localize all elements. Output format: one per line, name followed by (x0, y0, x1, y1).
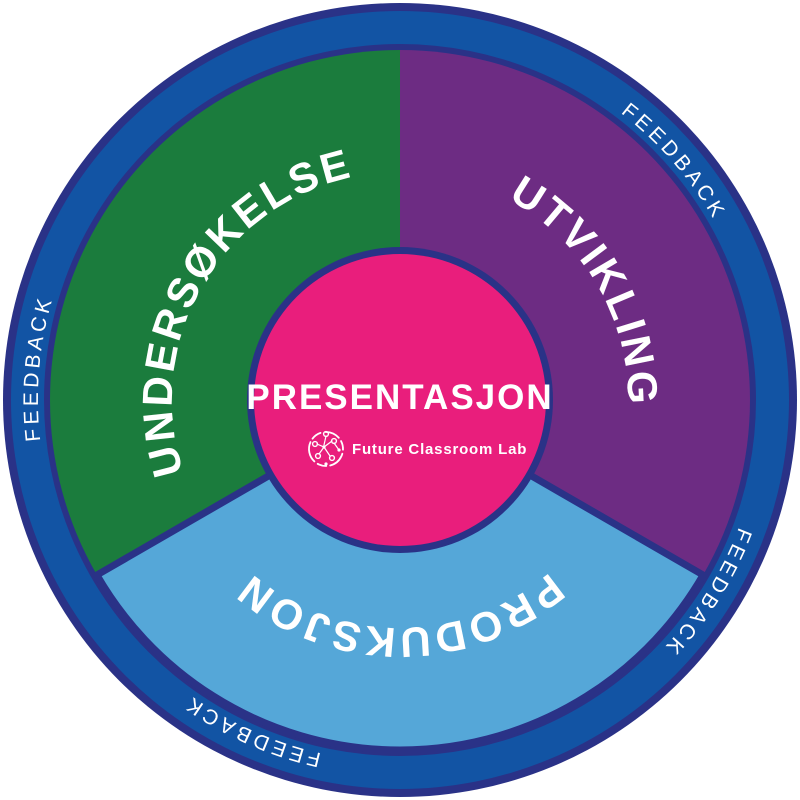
logo-text: Future Classroom Lab (352, 441, 527, 458)
network-globe-icon (308, 430, 344, 467)
center-circle (254, 254, 546, 546)
future-classroom-lab-logo: Future Classroom Lab (308, 430, 527, 467)
center-title: PRESENTASJON (246, 378, 553, 417)
segment-produksjon (92, 395, 708, 754)
